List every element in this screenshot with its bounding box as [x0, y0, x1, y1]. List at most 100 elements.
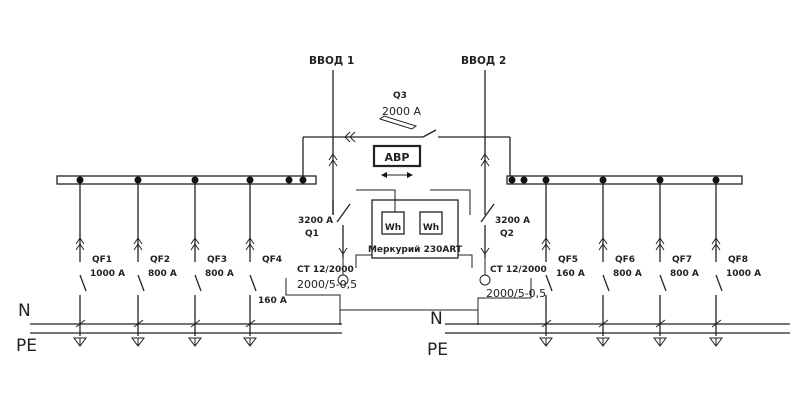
feeder-chevron: [598, 237, 608, 251]
q2-input-breaker: 3200 A Q2: [480, 153, 530, 258]
feeder-chevron: [133, 237, 143, 251]
bus-dot-input1: [299, 176, 307, 184]
q1-name: Q1: [305, 229, 319, 239]
q2-arrow-down: [480, 247, 490, 255]
feeders-left: QF1 1000 A QF2 800 A QF3 800 A QF4 160 A: [73, 176, 287, 347]
feeder-left-2: QF3 800 A: [188, 176, 234, 347]
breaker-name: QF6: [615, 255, 635, 265]
n-label-right: N: [430, 309, 443, 329]
q3-name: Q3: [393, 91, 407, 101]
q1-chevron: [328, 153, 338, 167]
bus-dot-input2: [508, 176, 516, 184]
pe-label-left: PE: [16, 336, 37, 356]
ground-symbol: [539, 337, 553, 347]
bus-dot: [599, 176, 607, 184]
feeder-right-1: QF6 800 A: [596, 176, 642, 347]
q3-rating: 2000 A: [382, 105, 421, 118]
breaker-name: QF5: [558, 255, 578, 265]
breaker-rating: 160 A: [258, 296, 287, 306]
breaker-name: QF4: [262, 255, 282, 265]
ct1-ratio: 2000/5-0,5: [297, 278, 357, 291]
input-2-label: ВВОД 2: [461, 55, 506, 67]
feeder-left-0: QF1 1000 A: [73, 176, 125, 347]
q2-name: Q2: [500, 229, 514, 239]
input-1-label: ВВОД 1: [309, 55, 354, 67]
q2-chevron: [480, 153, 490, 167]
n-label-left: N: [18, 301, 31, 321]
ground-symbol: [653, 337, 667, 347]
ground-symbol: [243, 337, 257, 347]
ground-symbol: [709, 337, 723, 347]
breaker-name: QF3: [207, 255, 227, 265]
bus-dot: [656, 176, 664, 184]
feeder-right-3: QF8 1000 A: [709, 176, 761, 347]
ground-symbol: [131, 337, 145, 347]
feeder-chevron: [75, 237, 85, 251]
breaker-rating: 160 A: [556, 269, 585, 279]
ground-symbol: [596, 337, 610, 347]
feeder-chevron: [190, 237, 200, 251]
q1-input-breaker: 3200 A Q1: [298, 153, 351, 258]
wh-box-2: [419, 211, 443, 235]
bus-dot-q3-right: [520, 176, 528, 184]
breaker-name: QF8: [728, 255, 748, 265]
breaker-rating: 800 A: [205, 269, 234, 279]
feeder-chevron: [711, 237, 721, 251]
pe-label-right: PE: [427, 340, 448, 360]
ats-unit: АВР: [372, 144, 422, 178]
bus-dot: [246, 176, 254, 184]
feeder-chevron: [245, 237, 255, 251]
bus-dot-q3-left: [285, 176, 293, 184]
bus-dot: [191, 176, 199, 184]
breaker-name: QF1: [92, 255, 112, 265]
bus-dot: [76, 176, 84, 184]
input-2: ВВОД 2: [461, 55, 506, 215]
neutral-pe-conductors: N PE N PE: [16, 301, 790, 360]
feeder-chevron: [655, 237, 665, 251]
busbar-left: [56, 175, 317, 185]
breaker-rating: 800 A: [670, 269, 699, 279]
wh-box-1: [381, 211, 405, 235]
bus-dot: [712, 176, 720, 184]
q3-sectional-breaker: Q3 2000 A: [302, 91, 511, 176]
feeder-breaker-contact: [249, 274, 257, 292]
current-transformer-2: СТ 12/2000 2000/5-0,5: [477, 258, 547, 325]
ground-symbol: [188, 337, 202, 347]
ct1-label: СТ 12/2000: [297, 265, 354, 275]
feeder-chevron: [541, 237, 551, 251]
q3-chevron-left: [344, 131, 356, 143]
feeder-breaker-contact: [194, 274, 202, 292]
bus-dot: [134, 176, 142, 184]
q1-rating: 3200 A: [298, 216, 333, 226]
bus-dot: [542, 176, 550, 184]
breaker-rating: 800 A: [148, 269, 177, 279]
feeder-right-0: QF5 160 A: [539, 176, 585, 347]
feeders-right: QF5 160 A QF6 800 A QF7 800 A QF8 1000 A: [539, 176, 761, 347]
input-1: ВВОД 1: [309, 55, 354, 215]
wh-2: Wh: [423, 223, 439, 233]
meter-label: Меркурий 230ART: [368, 245, 463, 255]
q3-breaker-symbol: [378, 115, 418, 130]
feeder-breaker-contact: [137, 274, 145, 292]
feeder-left-1: QF2 800 A: [131, 176, 177, 347]
feeder-breaker-contact: [715, 274, 723, 292]
feeder-breaker-contact: [659, 274, 667, 292]
breaker-name: QF7: [672, 255, 692, 265]
ct2-label: СТ 12/2000: [490, 265, 547, 275]
feeder-breaker-contact: [79, 274, 87, 292]
breaker-rating: 1000 A: [726, 269, 761, 279]
q1-arrow-down: [338, 247, 348, 255]
breaker-rating: 1000 A: [90, 269, 125, 279]
wh-1: Wh: [385, 223, 401, 233]
energy-meter: Wh Wh Меркурий 230ART: [355, 189, 473, 268]
breaker-rating: 800 A: [613, 269, 642, 279]
current-transformer-1: СТ 12/2000 2000/5-0,5: [285, 258, 357, 325]
busbar-right: [506, 175, 743, 185]
feeder-breaker-contact: [602, 274, 610, 292]
ats-label: АВР: [385, 151, 410, 164]
breaker-name: QF2: [150, 255, 170, 265]
feeder-right-2: QF7 800 A: [653, 176, 699, 347]
ground-symbol: [73, 337, 87, 347]
feeder-left-3: QF4 160 A: [243, 176, 287, 347]
